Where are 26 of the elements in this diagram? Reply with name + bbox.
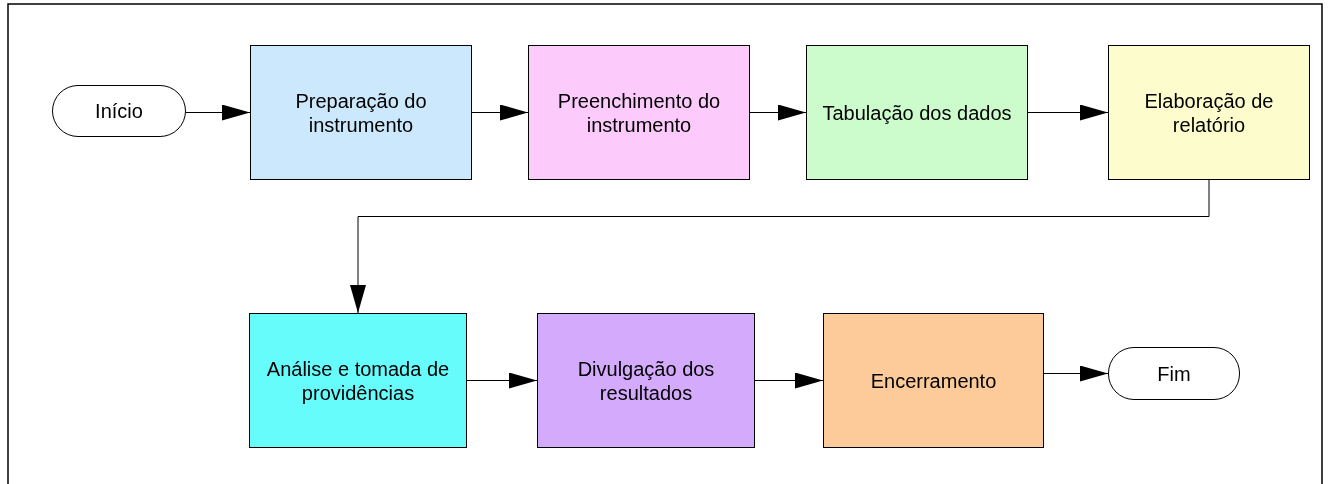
process-box (537, 313, 755, 448)
arrow (466, 372, 538, 389)
node-label: Preenchimento do instrumento (556, 88, 722, 137)
node-label: Início (94, 99, 144, 123)
arrow (1043, 365, 1109, 382)
node-label: Elaboração de relatório (1143, 88, 1275, 137)
arrow (350, 179, 1210, 314)
arrow (754, 372, 824, 389)
process-box (806, 45, 1028, 180)
node-label: Fim (1156, 361, 1192, 386)
arrow (749, 104, 807, 121)
arrow (1027, 104, 1109, 121)
node-label: Tabulação dos dados (821, 100, 1013, 125)
node-label: Preparação do instrumento (294, 88, 428, 137)
process-box (249, 313, 467, 448)
process-box (823, 313, 1044, 448)
node-label: Análise e tomada de providências (265, 356, 451, 405)
arrow (471, 104, 529, 121)
node-label: Divulgação dos resultados (576, 356, 716, 405)
arrow (185, 104, 251, 121)
process-box (528, 45, 750, 180)
node-label: Encerramento (869, 368, 998, 393)
process-box (250, 45, 472, 180)
terminal-shape (1108, 347, 1240, 400)
terminal-shape (52, 85, 186, 137)
process-box (1108, 45, 1310, 180)
